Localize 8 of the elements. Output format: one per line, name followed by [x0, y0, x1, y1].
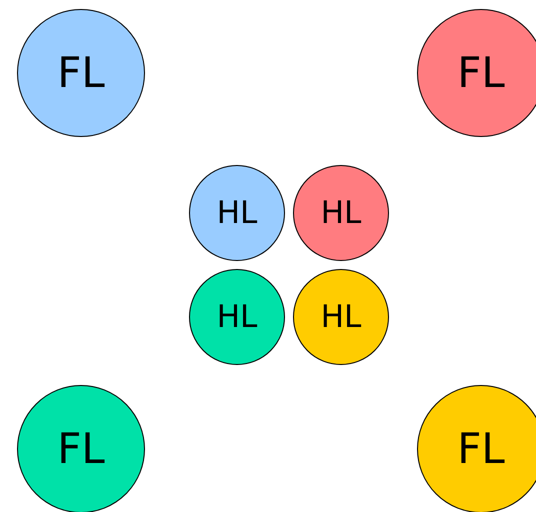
- node-label: HL: [320, 198, 362, 228]
- node-label: FL: [57, 52, 105, 94]
- node-label: HL: [216, 302, 258, 332]
- node-label: HL: [320, 302, 362, 332]
- node-label: FL: [457, 428, 505, 470]
- node-label: HL: [216, 198, 258, 228]
- node-label: FL: [57, 428, 105, 470]
- node-label: FL: [457, 52, 505, 94]
